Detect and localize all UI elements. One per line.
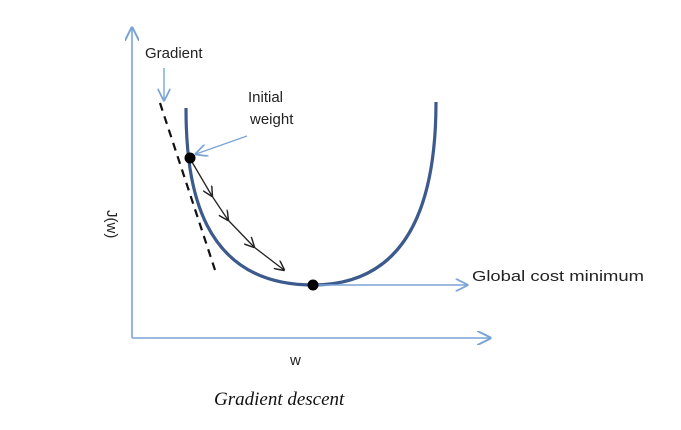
step-arrow-3: [227, 219, 254, 247]
step-arrow-2: [211, 195, 228, 220]
step-arrow-1: [191, 161, 212, 196]
initial-weight-label-line2: weight: [249, 111, 294, 128]
global-min-point: [307, 279, 319, 291]
global-min-label: Global cost minimum: [472, 268, 644, 285]
diagram-caption: Gradient descent: [214, 389, 345, 410]
x-axis-label: w: [289, 352, 301, 369]
gradient-tangent-line: [158, 102, 217, 271]
cost-curve: [184, 101, 438, 287]
initial-weight-pointer-arrow: [196, 135, 248, 154]
initial-weight-label-line1: Initial: [248, 89, 283, 106]
gradient-label: Gradient: [145, 45, 203, 62]
y-axis-label: J(w): [103, 210, 120, 238]
step-arrow-4: [253, 246, 284, 270]
descent-steps: [191, 161, 284, 270]
initial-weight-point: [184, 152, 196, 164]
